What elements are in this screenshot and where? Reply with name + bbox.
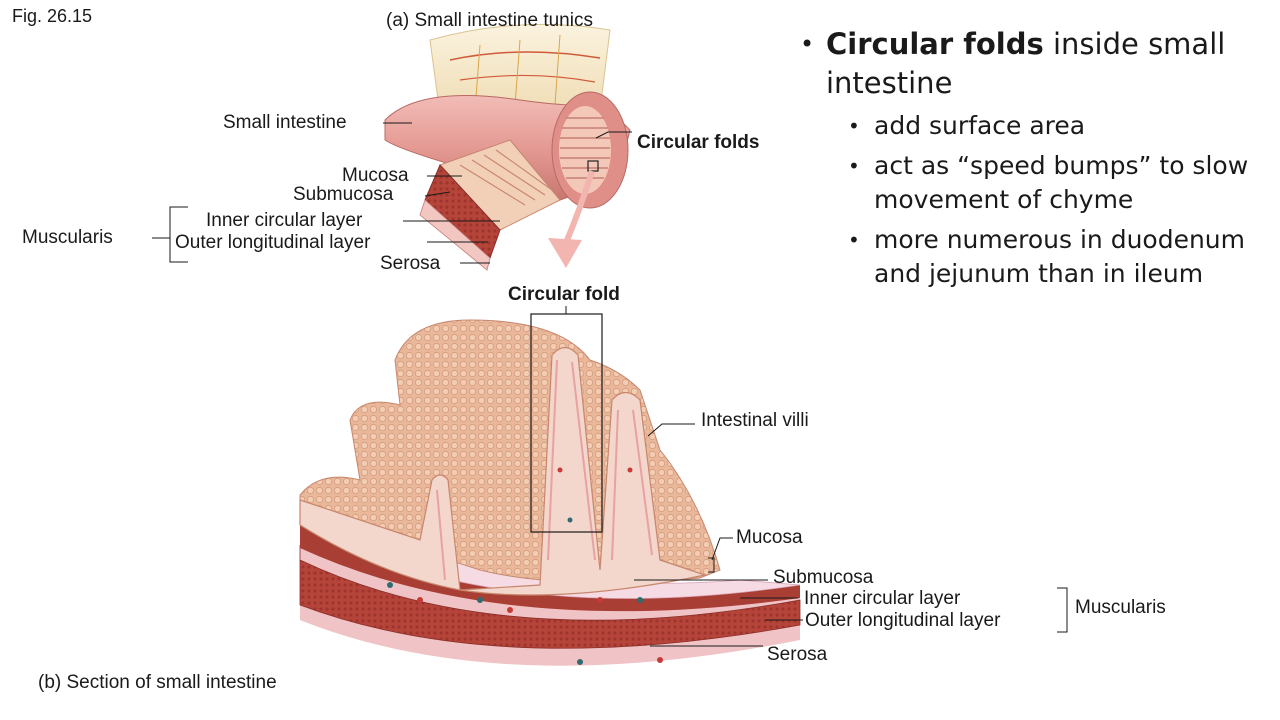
bullet-sub-1: • add surface area	[848, 109, 1270, 143]
label-inner-circular-b: Inner circular layer	[804, 588, 961, 609]
label-mucosa-b: Mucosa	[736, 527, 803, 548]
label-submucosa-a: Submucosa	[293, 184, 394, 205]
panel-a-leaders	[152, 122, 632, 264]
label-circular-fold: Circular fold	[508, 284, 620, 305]
label-small-intestine: Small intestine	[223, 112, 347, 133]
bullet-dot: •	[848, 228, 860, 252]
small-intestine-tube	[384, 91, 631, 271]
bullet-main-text: Circular folds inside small intestine	[826, 25, 1270, 103]
label-mucosa-a: Mucosa	[342, 165, 409, 186]
panel-a-title: (a) Small intestine tunics	[386, 10, 593, 31]
label-circular-folds: Circular folds	[637, 132, 760, 153]
label-serosa-a: Serosa	[380, 253, 441, 274]
mesentery	[429, 23, 611, 116]
bullet-list: • Circular folds inside small intestine …	[800, 25, 1270, 291]
bullet-dot: •	[848, 114, 860, 138]
bullet-sub-3: • more numerous in duodenum and jejunum …	[848, 223, 1270, 291]
label-muscularis-b: Muscularis	[1075, 597, 1166, 618]
panel-b-leaders	[565, 306, 1068, 647]
label-inner-circular-a: Inner circular layer	[206, 210, 363, 231]
detail-arrow	[562, 170, 595, 247]
bullet-sub-2-text: act as “speed bumps” to slow movement of…	[874, 151, 1249, 214]
detail-arrow-head	[548, 238, 582, 268]
label-muscularis-a: Muscularis	[22, 227, 113, 248]
label-submucosa-b: Submucosa	[773, 567, 874, 588]
label-intestinal-villi: Intestinal villi	[701, 410, 809, 431]
bullet-sub-3-text: more numerous in duodenum and jejunum th…	[874, 225, 1246, 288]
label-serosa-b: Serosa	[767, 644, 828, 665]
bullet-main-bold: Circular folds	[826, 27, 1044, 61]
bullet-main: • Circular folds inside small intestine	[800, 25, 1270, 103]
label-outer-longitudinal-b: Outer longitudinal layer	[805, 610, 1001, 631]
panel-b-title: (b) Section of small intestine	[38, 672, 277, 693]
figure-label: Fig. 26.15	[12, 6, 93, 26]
bullet-dot: •	[848, 154, 860, 178]
bullet-dot: •	[800, 30, 815, 58]
bullet-sub-2: • act as “speed bumps” to slow movement …	[848, 149, 1270, 217]
bullet-main-rest: inside small intestine	[826, 27, 1226, 100]
detail-marker	[587, 160, 599, 172]
bullet-sub-1-text: add surface area	[874, 111, 1086, 140]
label-outer-longitudinal-a: Outer longitudinal layer	[175, 232, 371, 253]
section-block	[299, 319, 801, 666]
